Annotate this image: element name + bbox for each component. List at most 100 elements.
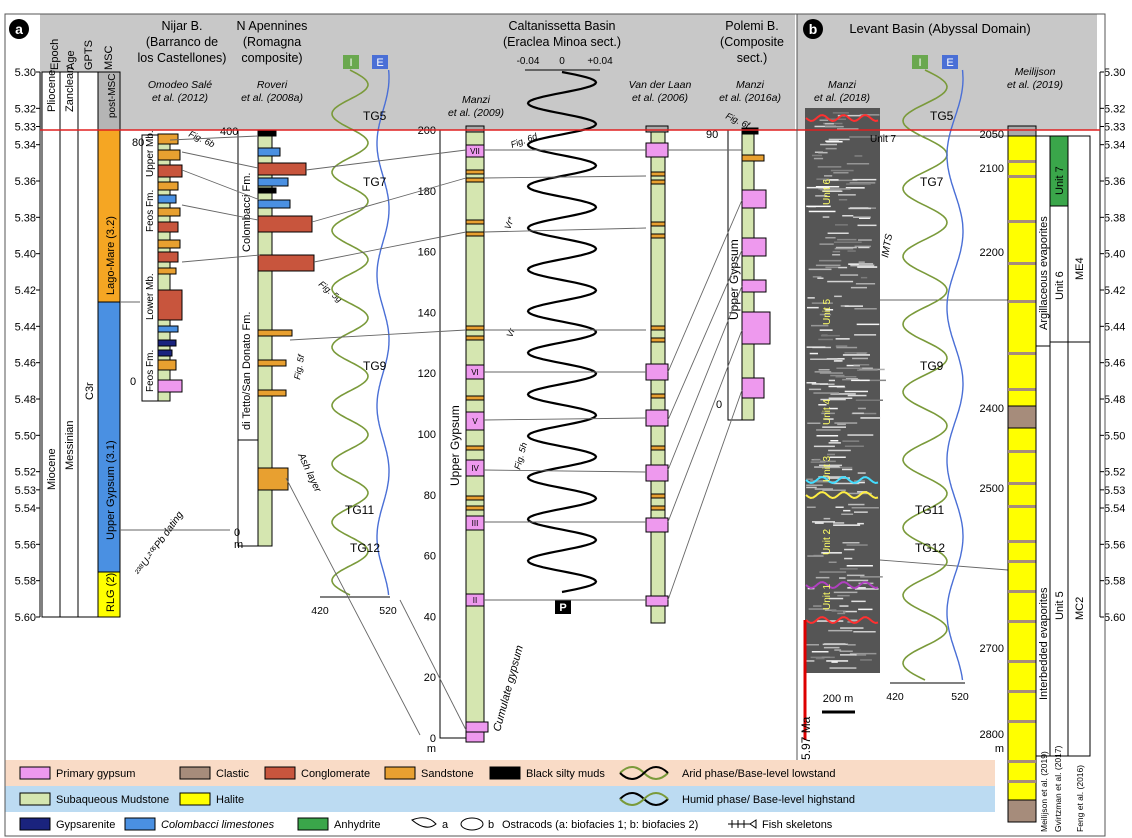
calt-scale-label: 140 bbox=[418, 307, 436, 319]
figure-frame bbox=[4, 13, 1106, 837]
panel-b-title: Levant Basin (Abyssal Domain) bbox=[849, 21, 1030, 36]
svg-text:Halite: Halite bbox=[216, 794, 244, 806]
calt-vr: Vr bbox=[504, 326, 517, 339]
age-label-right: 5.34 bbox=[1104, 140, 1125, 152]
ref-manzi2009-2: et al. (2009) bbox=[448, 107, 504, 119]
age-label-right: 5.58 bbox=[1104, 576, 1125, 588]
side-ref-2: Gvirtzman et al. (2017) bbox=[1053, 745, 1063, 832]
legend-clastic: Clastic bbox=[179, 766, 250, 780]
ref-vanderlaan-2: et al. (2006) bbox=[632, 92, 688, 104]
svg-text:Clastic: Clastic bbox=[216, 768, 250, 780]
p-label: P bbox=[559, 602, 566, 614]
unit5-label: Unit 5 bbox=[1054, 591, 1066, 620]
seismic-unit-5: Unit 5 bbox=[822, 298, 833, 325]
svg-text:Primary gypsum: Primary gypsum bbox=[56, 768, 135, 780]
caltanissetta-column: VII VI V IV III II 200180160140120100806… bbox=[418, 125, 540, 755]
polemi-scale-bottom: 0 bbox=[716, 399, 722, 411]
panel-a-label: a bbox=[9, 19, 29, 39]
seismic-unit-3: Unit 3 bbox=[822, 455, 833, 482]
cycle-v: V bbox=[472, 417, 478, 426]
gr-badges-a: I E bbox=[343, 55, 388, 69]
tg7-label-a: TG7 bbox=[363, 175, 387, 189]
unit6-label: Unit 6 bbox=[1054, 271, 1066, 300]
ref-roveri-2: et al. (2008a) bbox=[241, 92, 303, 104]
calt-scale-label: 80 bbox=[424, 490, 436, 502]
age-label-right: 5.56 bbox=[1104, 539, 1125, 551]
panel-b-label: b bbox=[803, 19, 823, 39]
age-label-left: 5.52 bbox=[15, 467, 36, 479]
age-label-right: 5.42 bbox=[1104, 285, 1125, 297]
svg-text:a: a bbox=[442, 819, 449, 831]
legend-ostracod-a: a bbox=[411, 817, 449, 831]
precession-curve: P bbox=[526, 70, 598, 614]
apennines-fig5f: Fig. 5f bbox=[292, 353, 306, 381]
imts-label: IMTS bbox=[880, 233, 895, 259]
calt-cumulate: Cumulate gypsum bbox=[491, 644, 526, 733]
chronostrat-columns: Pliocene Zanclean post-MSC Miocene Messi… bbox=[41, 67, 121, 618]
svg-text:Gypsarenite: Gypsarenite bbox=[56, 819, 115, 831]
svg-text:I: I bbox=[349, 57, 352, 69]
age-label-right: 5.53 bbox=[1104, 485, 1125, 497]
svg-text:b: b bbox=[809, 21, 818, 37]
svg-text:Anhydrite: Anhydrite bbox=[334, 819, 380, 831]
vanderlaan-column bbox=[645, 125, 669, 624]
seismic-profile: Unit 6 Unit 5 Unit 4 Unit 3 Unit 2 Unit … bbox=[799, 108, 897, 760]
ref-roveri-1: Roveri bbox=[257, 79, 288, 91]
nijar-upper-mb: Upper Mb. bbox=[145, 130, 156, 177]
svg-text:+0.04: +0.04 bbox=[587, 56, 613, 67]
age-label-left: 5.34 bbox=[15, 140, 36, 152]
nijar-title-3: los Castellones) bbox=[138, 51, 227, 65]
depth-unit: m bbox=[995, 743, 1004, 755]
depth-2200: 2200 bbox=[980, 247, 1004, 259]
ref-manzi2018-2: et al. (2018) bbox=[814, 92, 870, 104]
calt-scale-label: 160 bbox=[418, 247, 436, 259]
tg12-label-a: TG12 bbox=[350, 541, 380, 555]
svg-text:Subaqueous Mudstone: Subaqueous Mudstone bbox=[56, 794, 169, 806]
age-label-right: 5.32 bbox=[1104, 103, 1125, 115]
svg-text:Fish skeletons: Fish skeletons bbox=[762, 819, 833, 831]
nijar-lower-mb: Lower Mb. bbox=[145, 273, 156, 320]
seismic-unit-2: Unit 2 bbox=[822, 528, 833, 555]
caltanissetta-title-1: Caltanissetta Basin bbox=[508, 19, 615, 33]
tg9-label-b: TG9 bbox=[920, 359, 944, 373]
age-axis-left: 5.305.325.335.345.365.385.405.425.445.46… bbox=[15, 67, 41, 624]
svg-text:I: I bbox=[918, 57, 921, 69]
tg7-label-b: TG7 bbox=[920, 175, 944, 189]
seismic-unit-4: Unit 4 bbox=[822, 398, 833, 425]
tg12-label-b: TG12 bbox=[915, 541, 945, 555]
c3r-label: C3r bbox=[84, 382, 96, 400]
pliocene-label: Pliocene bbox=[46, 70, 58, 112]
depth-2500: 2500 bbox=[980, 483, 1004, 495]
calt-scale-label: 60 bbox=[424, 551, 436, 563]
interbedded-label: Interbedded evaporites bbox=[1038, 587, 1050, 700]
apennines-scale-top: 400 bbox=[220, 126, 238, 138]
mc2-label: MC2 bbox=[1074, 597, 1086, 620]
age-label-right: 5.44 bbox=[1104, 321, 1125, 333]
apennines-fm-ditetto: di Tetto/San Donato Fm. bbox=[241, 312, 253, 430]
age-label-right: 5.52 bbox=[1104, 467, 1125, 479]
legend-black-silty-muds: Black silty muds bbox=[489, 766, 605, 780]
gr-curve-green-a bbox=[331, 69, 369, 596]
apennines-fm-colombacci: Colombacci Fm. bbox=[241, 173, 253, 252]
age-label-left: 5.50 bbox=[15, 430, 36, 442]
unit7-label: Unit 7 bbox=[1054, 166, 1066, 195]
gr-axis-b-520: 520 bbox=[951, 691, 969, 703]
ref-meilijson-1: Meilijson bbox=[1015, 66, 1056, 78]
svg-text:E: E bbox=[946, 57, 953, 69]
calt-scale-label: m bbox=[427, 743, 436, 755]
legend-subaqueous-mudstone: Subaqueous Mudstone bbox=[19, 792, 169, 806]
calt-scale-label: 120 bbox=[418, 368, 436, 380]
legend-row3-bg bbox=[5, 812, 995, 836]
messinian-label: Messinian bbox=[64, 420, 76, 470]
svg-text:Black silty muds: Black silty muds bbox=[526, 768, 605, 780]
tg5-label-b: TG5 bbox=[930, 109, 954, 123]
calt-scale-label: 0 bbox=[430, 733, 436, 745]
apennines-title-3: composite) bbox=[241, 51, 302, 65]
seismic-scale-bar: 200 m bbox=[823, 693, 854, 705]
lago-mare-label: Lago-Mare (3.2) bbox=[105, 216, 117, 295]
cycle-vi: VI bbox=[471, 368, 479, 377]
header-age: Age bbox=[65, 50, 77, 70]
calt-scale-label: 40 bbox=[424, 611, 436, 623]
svg-text:E: E bbox=[376, 57, 383, 69]
polemi-column: 90 0 Upper Gypsum Fig. 6f bbox=[706, 111, 771, 421]
